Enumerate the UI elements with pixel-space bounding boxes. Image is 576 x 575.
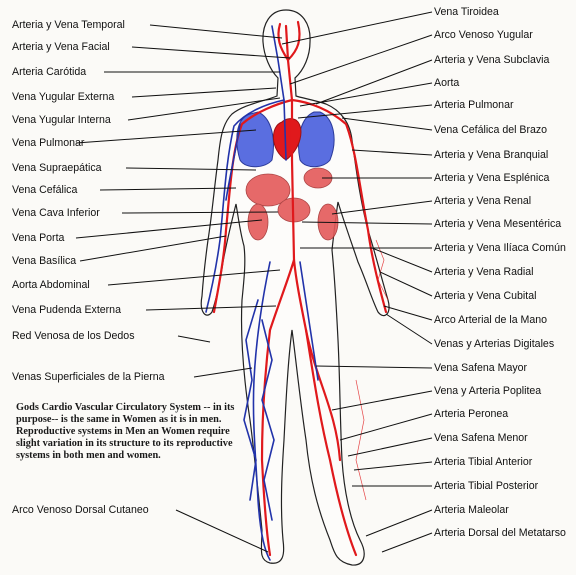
label-left-14: Venas Superficiales de la Pierna [12, 371, 165, 383]
label-left-13: Red Venosa de los Dedos [12, 330, 135, 342]
label-left-3: Vena Yugular Externa [12, 91, 114, 103]
label-left-6: Vena Supraepática [12, 162, 102, 174]
label-left-7: Vena Cefálica [12, 184, 77, 196]
label-right-8: Arteria y Vena Renal [434, 195, 531, 207]
label-right-7: Arteria y Vena Esplénica [434, 172, 549, 184]
label-right-5: Vena Cefálica del Brazo [434, 124, 547, 136]
label-right-14: Venas y Arterias Digitales [434, 338, 554, 350]
label-right-10: Arteria y Vena Ilíaca Común [434, 242, 566, 254]
label-left-1: Arteria y Vena Facial [12, 41, 110, 53]
label-right-21: Arteria Maleolar [434, 504, 509, 516]
label-left-8: Vena Cava Inferior [12, 207, 100, 219]
label-left-2: Arteria Carótida [12, 66, 86, 78]
label-right-6: Arteria y Vena Branquial [434, 149, 548, 161]
label-right-13: Arco Arterial de la Mano [434, 314, 547, 326]
label-right-20: Arteria Tibial Posterior [434, 480, 538, 492]
label-right-15: Vena Safena Mayor [434, 362, 527, 374]
label-left-9: Vena Porta [12, 232, 64, 244]
label-right-3: Aorta [434, 77, 459, 89]
label-right-0: Vena Tiroidea [434, 6, 499, 18]
label-left-12: Vena Pudenda Externa [12, 304, 121, 316]
label-left-5: Vena Pulmonar [12, 137, 84, 149]
label-left-4: Vena Yugular Interna [12, 114, 111, 126]
label-right-17: Arteria Peronea [434, 408, 508, 420]
label-left-11: Aorta Abdominal [12, 279, 90, 291]
label-right-22: Arteria Dorsal del Metatarso [434, 527, 566, 539]
label-right-19: Arteria Tibial Anterior [434, 456, 532, 468]
label-left-15: Arco Venoso Dorsal Cutaneo [12, 504, 149, 516]
label-right-12: Arteria y Vena Cubital [434, 290, 536, 302]
label-right-2: Arteria y Vena Subclavia [434, 54, 549, 66]
label-right-1: Arco Venoso Yugular [434, 29, 533, 41]
label-right-4: Arteria Pulmonar [434, 99, 513, 111]
caption-note: Gods Cardio Vascular Circulatory System … [16, 402, 254, 462]
label-left-10: Vena Basílica [12, 255, 76, 267]
label-right-18: Vena Safena Menor [434, 432, 528, 444]
label-right-11: Arteria y Vena Radial [434, 266, 534, 278]
label-left-0: Arteria y Vena Temporal [12, 19, 125, 31]
label-right-16: Vena y Arteria Poplitea [434, 385, 541, 397]
label-right-9: Arteria y Vena Mesentérica [434, 218, 561, 230]
